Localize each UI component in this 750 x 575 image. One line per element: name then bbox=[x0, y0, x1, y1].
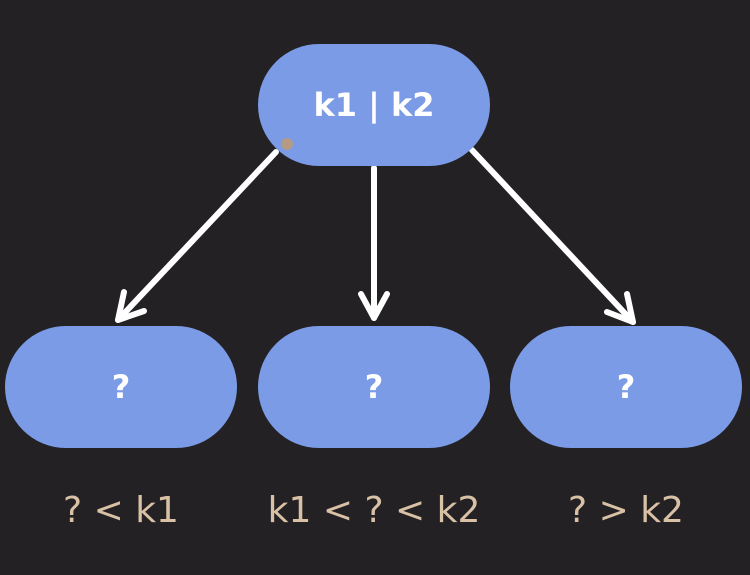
child-node-right: ? bbox=[510, 326, 742, 448]
cursor-dot bbox=[281, 138, 293, 150]
child-node-left-label: ? bbox=[111, 368, 131, 406]
child-node-right-label: ? bbox=[616, 368, 636, 406]
edge-right bbox=[469, 147, 636, 325]
arrowhead-right-icon bbox=[604, 291, 636, 325]
arrowhead-middle-icon bbox=[358, 291, 390, 321]
edge-left bbox=[115, 149, 279, 323]
condition-middle: k1 < ? < k2 bbox=[267, 490, 481, 531]
condition-left: ? < k1 bbox=[63, 490, 179, 531]
child-node-middle-label: ? bbox=[364, 368, 384, 406]
child-node-middle: ? bbox=[258, 326, 490, 448]
condition-right: ? > k2 bbox=[568, 490, 684, 531]
child-node-left: ? bbox=[5, 326, 237, 448]
root-node: k1 | k2 bbox=[258, 44, 490, 166]
arrowhead-left-icon bbox=[115, 289, 147, 323]
root-node-label: k1 | k2 bbox=[313, 86, 435, 124]
